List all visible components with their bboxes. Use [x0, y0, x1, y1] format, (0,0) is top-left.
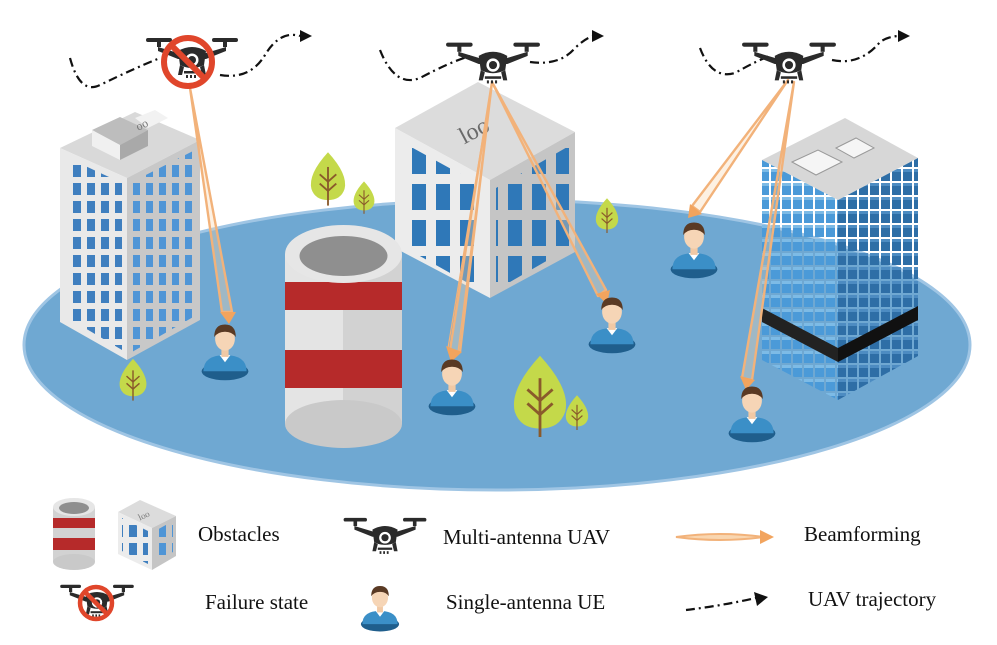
drone-icon	[446, 42, 540, 84]
beamforming-beams	[188, 78, 796, 382]
legend-trajectory-label: UAV trajectory	[808, 587, 937, 611]
legend-cylinder-icon	[53, 498, 95, 570]
legend-user-icon	[360, 586, 400, 632]
trajectory-arrowheads	[300, 30, 910, 42]
tree-icon	[309, 151, 347, 207]
legend-obstacles-label: Obstacles	[198, 522, 280, 546]
legend-drone-icon	[343, 517, 427, 554]
legend-trajectory-icon	[685, 592, 768, 612]
right-building	[762, 118, 918, 400]
failure-drone	[146, 38, 238, 78]
legend-failure-drone-icon	[60, 584, 134, 617]
legend-ue-label: Single-antenna UE	[446, 590, 606, 614]
legend-beam-icon	[675, 530, 774, 544]
legend-failure-label: Failure state	[205, 590, 309, 614]
left-building: oo	[60, 110, 200, 360]
legend-building-mark: loo	[137, 508, 152, 522]
failure-icon	[161, 35, 215, 89]
legend-building-icon: loo	[118, 500, 176, 570]
left-building-roof-mark: oo	[134, 116, 151, 134]
cylinder-obstacle	[285, 225, 402, 448]
middle-building: loo	[395, 82, 575, 298]
legend-uav-label: Multi-antenna UAV	[443, 525, 611, 549]
legend-beamforming-label: Beamforming	[804, 522, 921, 546]
legend-failure-icon	[77, 584, 115, 622]
